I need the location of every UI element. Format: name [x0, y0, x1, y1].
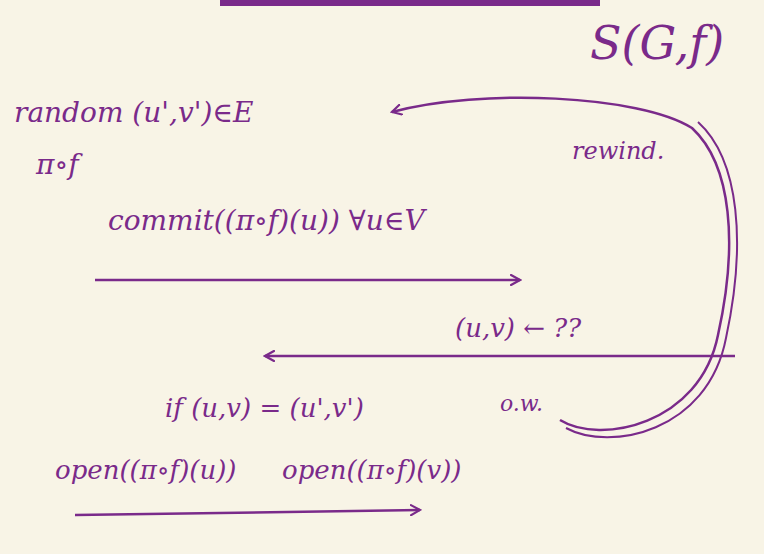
rewind-arrow-stroke [566, 122, 737, 437]
top-bar [220, 0, 600, 6]
step-label: π∘f [36, 150, 79, 181]
condition-label: if (u,v) = (u',v') [165, 394, 364, 423]
condition-label: o.w. [500, 392, 543, 416]
message-label: open((π∘f)(u)) [55, 456, 237, 485]
message-arrow [265, 355, 735, 358]
title-label: S(G,f) [590, 18, 724, 69]
note-label: rewind. [572, 138, 664, 164]
message-label: open((π∘f)(v)) [282, 456, 461, 485]
message-label: (u,v) ← ?? [455, 314, 581, 343]
message-arrow [95, 279, 520, 282]
message-arrow [75, 510, 420, 515]
step-label: random (u',v')∈E [14, 98, 254, 129]
rewind-arrow [392, 98, 729, 430]
message-label: commit((π∘f)(u)) ∀u∈V [108, 206, 425, 237]
